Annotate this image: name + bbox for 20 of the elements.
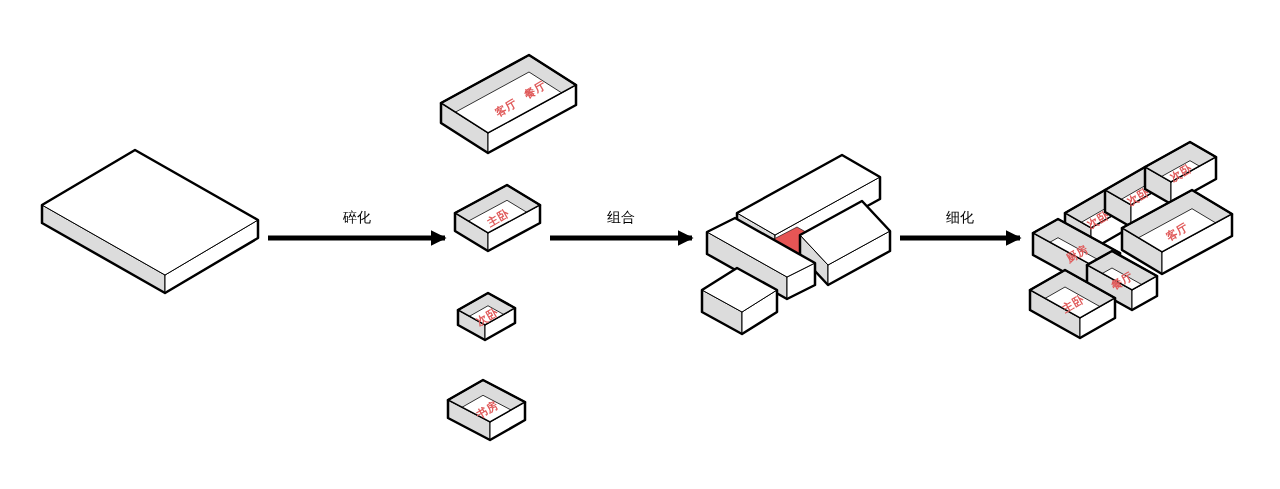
arrow: [550, 230, 694, 246]
arrow: [268, 230, 447, 246]
room-label: 次卧: [474, 306, 499, 327]
room-label: 餐厅: [1109, 270, 1135, 291]
room-label: 餐厅: [522, 79, 548, 100]
room-label: 主卧: [485, 207, 510, 229]
edge-label: 碎化: [340, 209, 373, 226]
massing-drawing: [700, 153, 892, 336]
edge-label: 细化: [944, 209, 976, 226]
room-label: 客厅: [1164, 221, 1190, 243]
room-label: 客厅: [494, 97, 519, 119]
room-label: 次卧: [1168, 162, 1193, 184]
room-label: 书房: [474, 399, 499, 421]
arrow: [900, 230, 1022, 246]
room-label: 厨房: [1064, 243, 1089, 265]
room-label: 主卧: [1060, 293, 1085, 315]
slab-block: [40, 148, 260, 295]
room-label: 次卧: [1085, 209, 1111, 231]
edge-label: 组合: [605, 209, 637, 226]
room-label: 次卧: [1125, 186, 1151, 208]
